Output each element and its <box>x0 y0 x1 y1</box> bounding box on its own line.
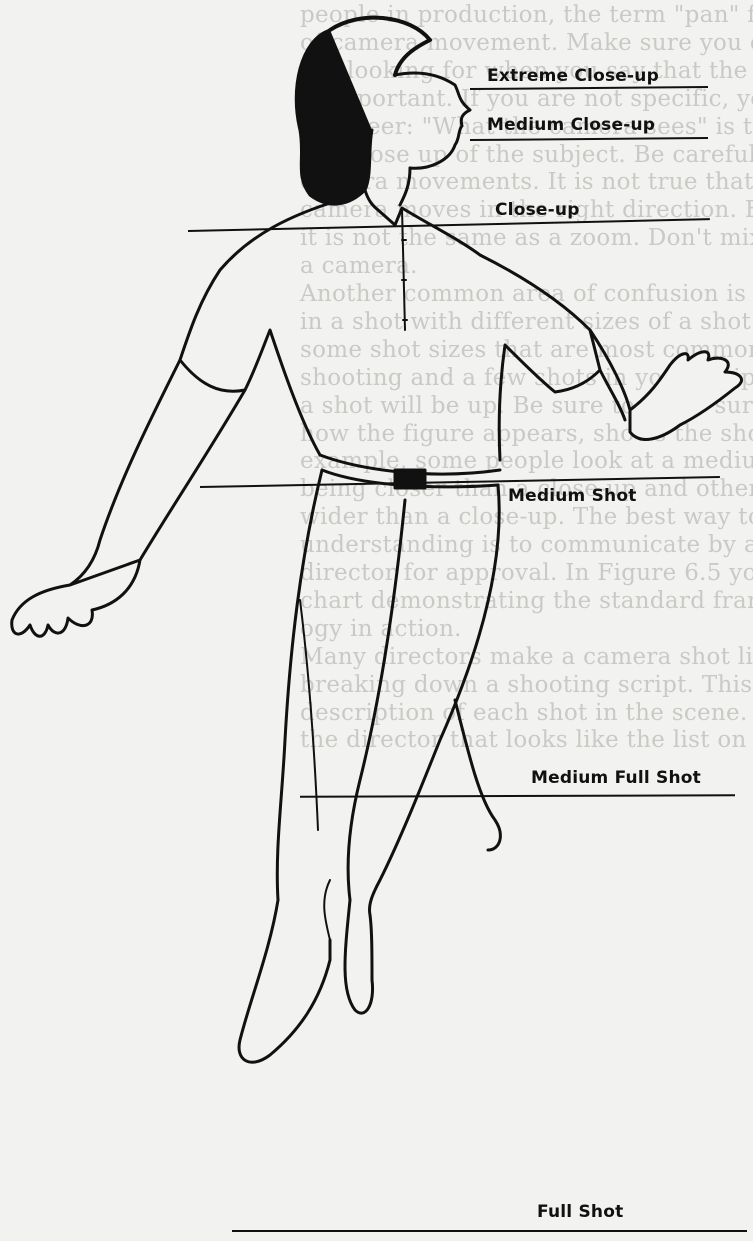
figure-hair <box>296 30 372 204</box>
label-full-shot: Full Shot <box>537 1202 623 1222</box>
figure-shoe-left <box>239 900 330 1062</box>
label-close-up: Close-up <box>495 200 580 220</box>
figure-arm-left <box>70 360 245 585</box>
figure-hand-right <box>630 352 742 440</box>
figure-leg-left <box>277 470 322 900</box>
line-full-shot <box>232 1230 747 1232</box>
label-medium-shot: Medium Shot <box>508 486 637 506</box>
figure-shoe-right <box>345 900 373 1013</box>
figure-shirt <box>180 200 600 460</box>
label-medium-close-up: Medium Close-up <box>487 115 655 135</box>
figure-leg-inner <box>348 500 405 900</box>
figure-neck <box>365 168 410 210</box>
figure-leg-right <box>369 485 500 915</box>
figure-face <box>395 73 470 168</box>
figure-hand-left <box>12 560 140 636</box>
label-extreme-close-up: Extreme Close-up <box>487 66 659 86</box>
label-medium-full-shot: Medium Full Shot <box>531 768 701 788</box>
